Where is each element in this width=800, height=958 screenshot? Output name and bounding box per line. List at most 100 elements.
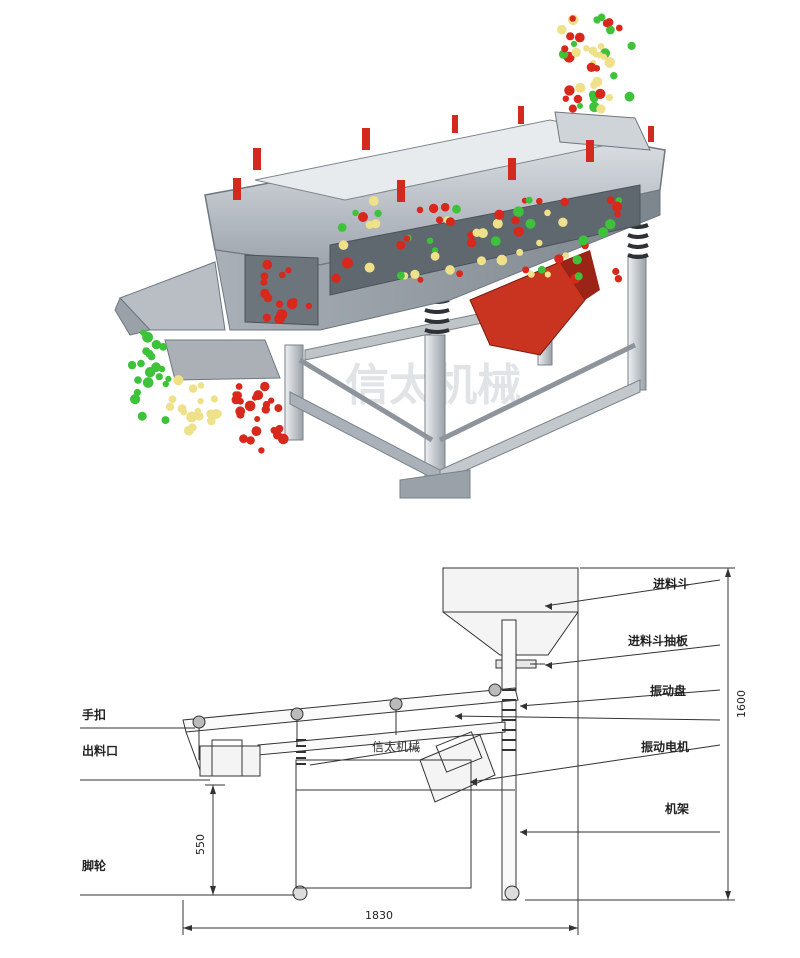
particle bbox=[165, 402, 175, 411]
particle bbox=[142, 347, 151, 356]
particle bbox=[251, 426, 262, 436]
particle bbox=[155, 373, 163, 381]
particle bbox=[513, 206, 524, 217]
outlet bbox=[199, 745, 261, 777]
particle bbox=[374, 209, 382, 218]
particle bbox=[492, 218, 503, 229]
particle bbox=[305, 302, 313, 310]
particle bbox=[537, 265, 546, 274]
particle bbox=[338, 240, 349, 250]
particle bbox=[525, 218, 536, 229]
particle bbox=[598, 227, 609, 238]
caster-left bbox=[292, 885, 308, 901]
particle bbox=[558, 217, 568, 227]
particle bbox=[233, 391, 242, 400]
particle bbox=[188, 384, 198, 393]
particle bbox=[197, 397, 204, 405]
dimension-height: 1600 bbox=[735, 690, 748, 718]
machine-illustration: 信太机械 bbox=[114, 13, 666, 499]
particle bbox=[614, 210, 621, 218]
particle bbox=[371, 219, 381, 229]
particle bbox=[477, 256, 486, 266]
particle bbox=[494, 209, 505, 220]
vibration-motor-outline bbox=[419, 734, 496, 803]
particle bbox=[270, 426, 278, 434]
particle bbox=[396, 240, 406, 250]
particle bbox=[624, 91, 635, 102]
particle bbox=[477, 228, 488, 239]
particle bbox=[606, 196, 615, 204]
particle bbox=[472, 228, 481, 237]
particle bbox=[588, 46, 598, 56]
particle bbox=[134, 376, 142, 384]
particle bbox=[527, 270, 535, 278]
dimension-length: 1830 bbox=[365, 909, 393, 922]
particle bbox=[610, 72, 618, 80]
particle bbox=[254, 416, 261, 422]
particle bbox=[570, 40, 578, 48]
particle bbox=[513, 226, 524, 237]
particle bbox=[159, 343, 168, 351]
particle bbox=[428, 203, 439, 214]
particle bbox=[207, 416, 216, 426]
particle bbox=[235, 383, 243, 390]
particle bbox=[206, 409, 216, 419]
label-frame: 机架 bbox=[665, 802, 690, 816]
particle bbox=[358, 212, 368, 222]
particle bbox=[602, 19, 611, 28]
particle bbox=[440, 202, 450, 212]
particle bbox=[560, 197, 569, 207]
particle bbox=[410, 269, 420, 279]
particle bbox=[496, 254, 508, 266]
particle bbox=[127, 360, 137, 370]
particle bbox=[511, 216, 520, 225]
particle bbox=[342, 257, 353, 269]
particle bbox=[165, 375, 172, 382]
particle bbox=[554, 254, 564, 264]
particle bbox=[574, 32, 585, 43]
particle bbox=[137, 411, 147, 421]
particle bbox=[197, 382, 205, 389]
particle bbox=[452, 204, 461, 214]
particle bbox=[516, 248, 524, 256]
caster-right bbox=[504, 885, 520, 901]
particle bbox=[337, 223, 347, 232]
particle bbox=[572, 255, 582, 265]
particle bbox=[569, 15, 576, 22]
particle bbox=[246, 436, 255, 445]
particle bbox=[604, 57, 615, 68]
particle bbox=[611, 201, 623, 212]
particle bbox=[142, 377, 154, 388]
particle bbox=[606, 25, 615, 35]
label-caster: 脚轮 bbox=[82, 859, 107, 873]
particle bbox=[417, 276, 424, 283]
label-vibration-plate: 振动盘 bbox=[650, 684, 687, 698]
particle bbox=[239, 434, 248, 444]
particle bbox=[364, 262, 375, 273]
particle bbox=[586, 62, 597, 72]
particle bbox=[573, 94, 583, 104]
particle bbox=[596, 104, 606, 114]
particle bbox=[605, 219, 616, 230]
particle bbox=[456, 270, 463, 278]
particle bbox=[261, 405, 270, 414]
particle bbox=[258, 447, 265, 454]
particle bbox=[592, 76, 603, 87]
particle bbox=[237, 398, 244, 405]
particle bbox=[536, 239, 543, 247]
particle bbox=[612, 267, 620, 276]
particle-group bbox=[127, 13, 636, 454]
particle bbox=[562, 95, 569, 102]
particle bbox=[262, 259, 273, 270]
particle bbox=[435, 216, 444, 224]
particle bbox=[195, 412, 204, 421]
particle bbox=[562, 252, 569, 259]
particle bbox=[430, 251, 440, 261]
particle bbox=[597, 43, 605, 50]
particle bbox=[260, 272, 269, 281]
particle bbox=[278, 433, 289, 445]
particle bbox=[331, 273, 341, 283]
particle bbox=[177, 404, 187, 414]
particle bbox=[162, 380, 169, 388]
particle bbox=[168, 395, 177, 404]
